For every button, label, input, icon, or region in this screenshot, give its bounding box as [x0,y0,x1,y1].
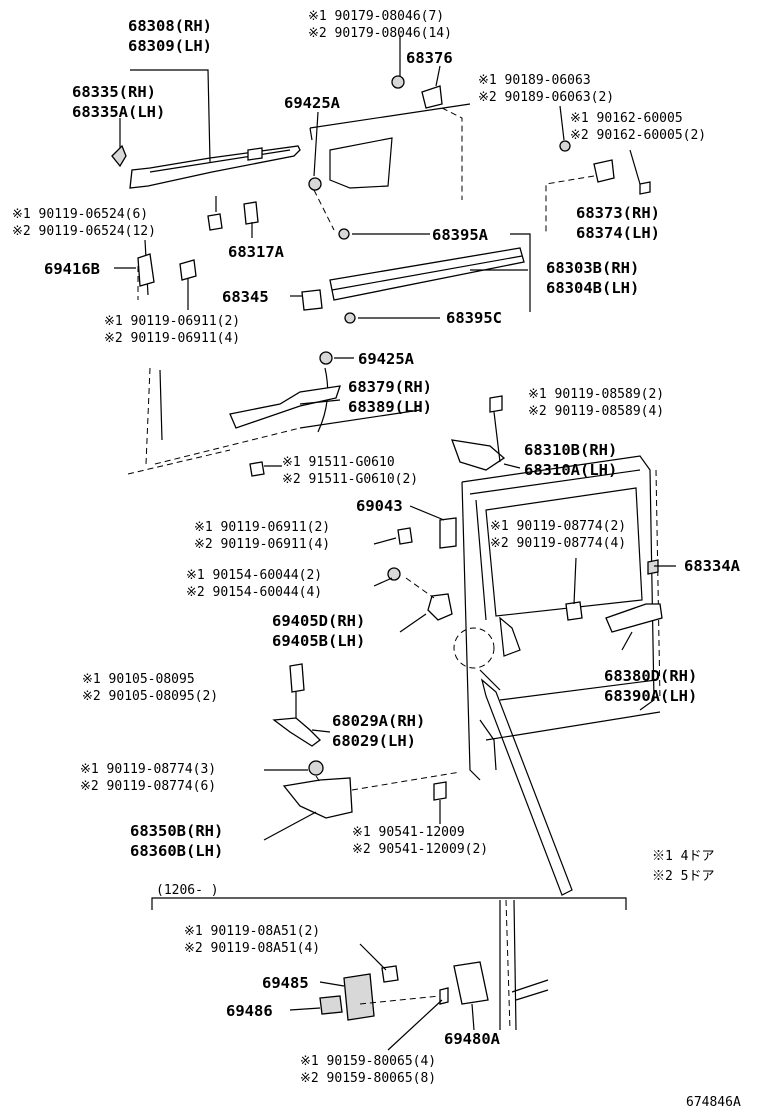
label-90119-06911-b: ※1 90119-06911(2)※2 90119-06911(4) [194,520,330,552]
label-69485: 69485 [262,974,309,992]
label-68379: 68379(RH)68389(LH) [348,378,432,416]
label-69425a-mid: 69425A [358,350,415,368]
label-69043: 69043 [356,497,403,515]
label-90189: ※1 90189-06063※2 90189-06063(2) [478,73,614,105]
label-90119-08774-b: ※1 90119-08774(3)※2 90119-08774(6) [80,762,216,794]
door-outline-lines [127,103,661,1031]
diagram-id: 674846A [686,1095,741,1110]
label-69416b: 69416B [44,260,100,278]
label-90119-08a51: ※1 90119-08A51(2)※2 90119-08A51(4) [184,924,320,956]
label-68373: 68373(RH)68374(LH) [576,204,660,242]
label-90159: ※1 90159-80065(4)※2 90159-80065(8) [300,1054,436,1086]
label-68308: 68308(RH)68309(LH) [128,17,212,55]
label-68029a: 68029A(RH)68029(LH) [332,712,425,750]
label-68395a: 68395A [432,226,489,244]
label-68317a: 68317A [228,243,285,261]
legend-note-1: ※1 4ドア [652,849,714,864]
leader-lines [114,36,676,1051]
label-90105: ※1 90105-08095※2 90105-08095(2) [82,672,218,704]
label-69405d: 69405D(RH)69405B(LH) [272,612,365,650]
label-68380d: 68380D(RH)68390A(LH) [604,667,697,705]
label-68376: 68376 [406,49,453,67]
label-68395c: 68395C [446,309,502,327]
label-68345: 68345 [222,288,269,306]
label-90179: ※1 90179-08046(7)※2 90179-08046(14) [308,9,452,41]
label-90154: ※1 90154-60044(2)※2 90154-60044(4) [186,568,322,600]
label-90119-06911-a: ※1 90119-06911(2)※2 90119-06911(4) [104,314,240,346]
label-90162: ※1 90162-60005※2 90162-60005(2) [570,111,706,143]
date-range-note: (1206- ) [156,883,219,898]
label-68303b: 68303B(RH)68304B(LH) [546,259,639,297]
legend-note-2: ※2 5ドア [652,869,714,884]
label-90541: ※1 90541-12009※2 90541-12009(2) [352,825,488,857]
label-68335: 68335(RH)68335A(LH) [72,83,165,121]
label-69486: 69486 [226,1002,273,1020]
label-68334a: 68334A [684,557,741,575]
label-69425a-top: 69425A [284,94,341,112]
label-69480a: 69480A [444,1030,501,1048]
label-90119-08774-a: ※1 90119-08774(2)※2 90119-08774(4) [490,519,626,551]
label-90119-08589: ※1 90119-08589(2)※2 90119-08589(4) [528,387,664,419]
label-68310b: 68310B(RH)68310A(LH) [524,441,617,479]
part-labels: 68308(RH)68309(LH) 68335(RH)68335A(LH) ※… [12,9,741,1110]
label-68350b: 68350B(RH)68360B(LH) [130,822,223,860]
label-91511: ※1 91511-G0610※2 91511-G0610(2) [282,455,418,487]
label-90119-06524: ※1 90119-06524(6)※2 90119-06524(12) [12,207,156,239]
